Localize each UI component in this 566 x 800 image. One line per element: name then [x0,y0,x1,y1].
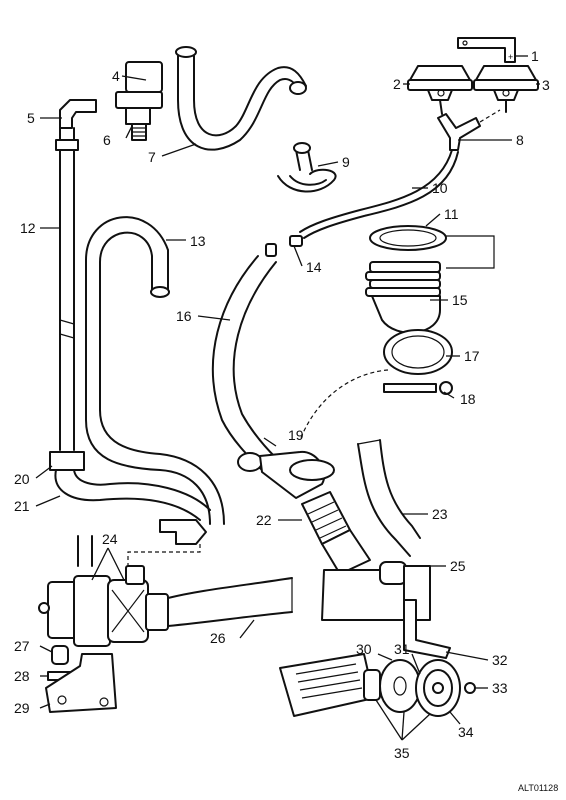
pump-bellows [278,491,371,575]
label-23: 23 [432,506,448,522]
air-tube [299,149,459,239]
drain-hose-straight [40,127,79,451]
label-25: 25 [450,558,466,574]
label-7: 7 [148,149,156,165]
label-14: 14 [306,259,322,275]
tube-connector [265,235,303,267]
pressure-switch-left [407,65,473,115]
label-29: 29 [14,700,30,716]
label-5: 5 [27,110,35,126]
label-18: 18 [460,391,476,407]
svg-text:+: + [508,52,513,62]
label-27: 27 [14,638,30,654]
drawing-id: ALT01128 [518,783,558,793]
label-1: 1 [531,48,539,64]
boot-ring [369,213,447,251]
valve-outlet [125,125,133,139]
label-32: 32 [492,652,508,668]
pump-body [38,535,169,647]
label-31: 31 [394,641,410,657]
label-20: 20 [14,471,30,487]
pulley-nut [464,682,488,694]
y-connector [437,109,512,151]
pulley [411,653,461,717]
label-4: 4 [112,68,120,84]
callout-labels: 1 2 3 4 5 6 7 8 9 10 11 12 13 14 15 16 1… [14,48,550,761]
clamp-ring [299,329,460,441]
mounting-bracket [457,37,528,63]
label-3: 3 [542,77,550,93]
label-35: 35 [394,745,410,761]
label-13: 13 [190,233,206,249]
pump-outlet-hose [167,577,293,639]
pump-cap [39,645,69,665]
label-21: 21 [14,498,30,514]
label-17: 17 [464,348,480,364]
label-8: 8 [516,132,524,148]
small-hose [277,142,339,193]
impeller [377,653,421,713]
pump-housing [321,561,446,621]
curved-drain-duct [357,439,428,557]
label-10: 10 [432,180,448,196]
filter-screen [279,653,381,717]
label-19: 19 [288,427,304,443]
impeller-callout-lines [375,699,431,741]
pressure-switch-right: + [473,52,539,113]
label-34: 34 [458,724,474,740]
pump-inlet-fitting [237,437,335,499]
label-11: 11 [444,206,459,222]
label-26: 26 [210,630,226,646]
label-24: 24 [102,531,118,547]
bracket-arm [403,599,489,661]
label-12: 12 [20,220,36,236]
label-30: 30 [356,641,372,657]
label-9: 9 [342,154,350,170]
fill-hose [161,46,307,157]
pump-elbow [127,519,207,568]
label-15: 15 [452,292,468,308]
label-33: 33 [492,680,508,696]
u-tube [85,216,186,331]
water-valve [115,61,163,141]
label-16: 16 [176,308,192,324]
label-28: 28 [14,668,30,684]
mounting-plate [39,653,117,713]
tub-outlet-bellows [365,235,495,334]
elbow-fitting [40,99,97,129]
label-6: 6 [103,132,111,148]
hose-junction [35,329,225,525]
clamp-screw [383,381,455,399]
label-22: 22 [256,512,272,528]
large-drain-hose [197,255,277,471]
label-2: 2 [393,76,401,92]
